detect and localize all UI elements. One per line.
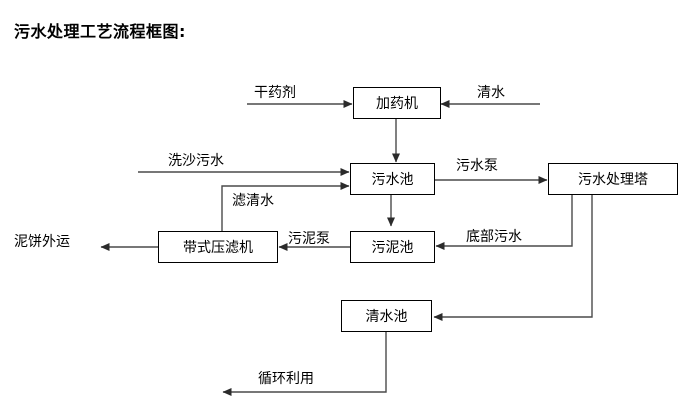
node-sludge-pool[interactable]: 污泥池 [350, 231, 435, 263]
edge-tower-to-clean-water-pool [433, 194, 593, 321]
node-treatment-tower[interactable]: 污水处理塔 [548, 163, 678, 195]
label-wastewater-pump: 污水泵 [456, 158, 498, 174]
edge-filtered-water-to-wastewater-pool [221, 182, 350, 231]
label-recycle-reuse: 循环利用 [258, 371, 314, 387]
label-bottom-wastewater: 底部污水 [466, 229, 522, 245]
edge-bottom-wastewater-to-sludge-pool [435, 194, 573, 250]
label-mud-cake-out: 泥饼外运 [14, 234, 70, 250]
node-belt-filter-press[interactable]: 带式压滤机 [158, 231, 278, 263]
page-title: 污水处理工艺流程框图: [14, 22, 186, 41]
label-sand-wash-wastewater: 洗沙污水 [168, 153, 224, 169]
node-wastewater-pool[interactable]: 污水池 [350, 163, 435, 195]
label-clean-water-input: 清水 [477, 85, 505, 101]
node-dosing-machine[interactable]: 加药机 [353, 87, 441, 119]
label-sludge-pump: 污泥泵 [288, 231, 330, 247]
node-clean-water-pool[interactable]: 清水池 [341, 300, 432, 332]
label-filtered-clear-water: 滤清水 [232, 193, 274, 209]
label-dry-reagent: 干药剂 [254, 85, 296, 101]
edge-clean-water-pool-to-recycle [222, 331, 387, 396]
